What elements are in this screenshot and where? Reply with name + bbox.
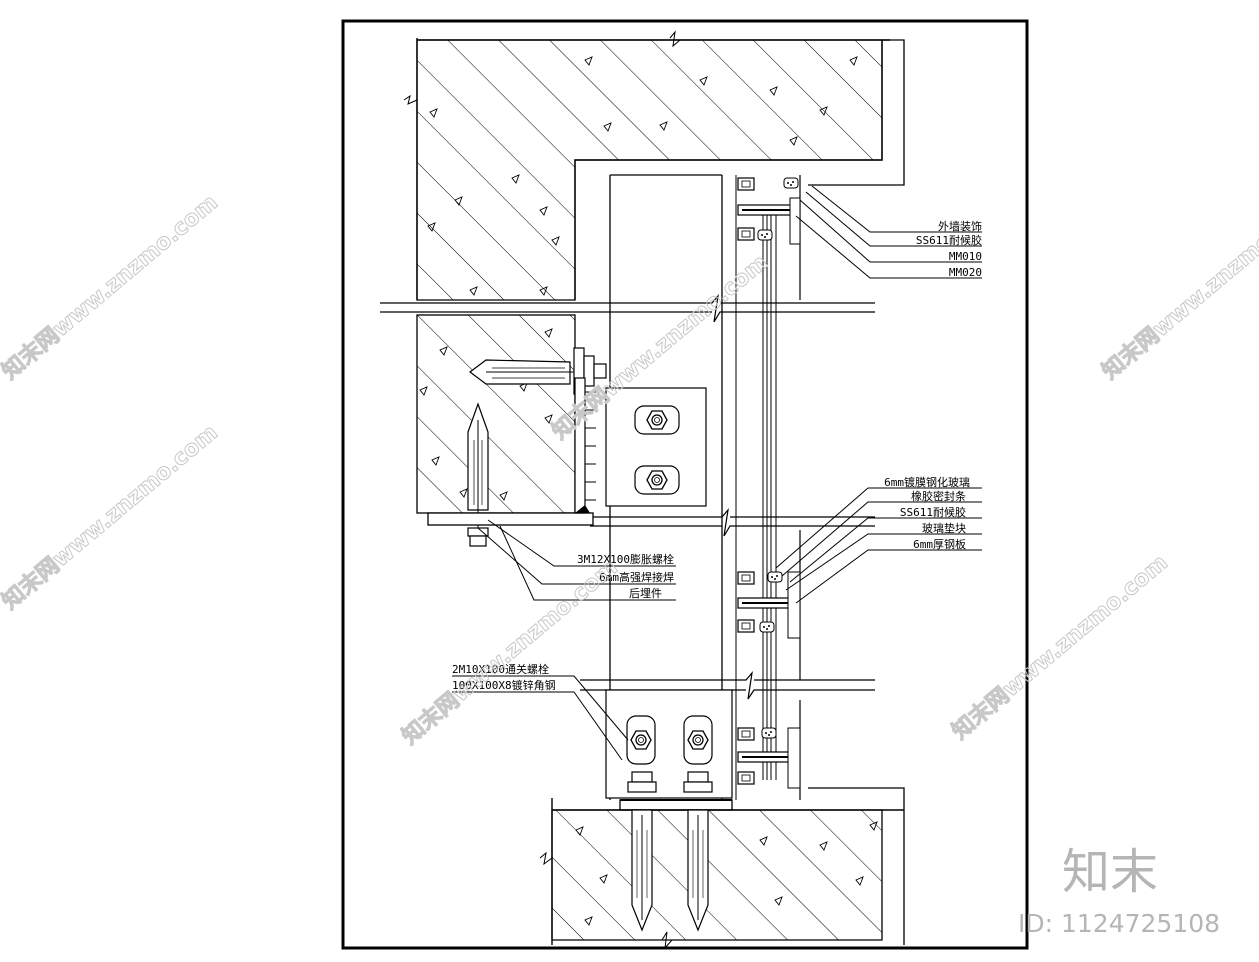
- svg-text:知末网www.znzmo.com: 知末网www.znzmo.com: [947, 549, 1173, 744]
- svg-text:知末网www.znzmo.com: 知末网www.znzmo.com: [1097, 189, 1259, 384]
- angle-steel-bottom: [605, 689, 733, 799]
- watermark-brand: 知末: [1062, 844, 1158, 900]
- label-through-bolt: 2M10X100通关螺栓: [452, 662, 549, 676]
- steel-bracket-plate: [574, 377, 596, 514]
- label-weld: 6mm高强焊接焊: [599, 570, 674, 584]
- drawing-frame: [341, 19, 1029, 950]
- label-coated-glass: 6mm镀膜钢化玻璃: [884, 475, 970, 489]
- callout-labels-bottom: 2M10X100通关螺栓 100X100X8镀锌角钢: [452, 662, 556, 692]
- transom-bottom: [737, 727, 801, 789]
- svg-text:知末网www.znzmo.com: 知末网www.znzmo.com: [397, 554, 623, 749]
- svg-text:知末网www.znzmo.com: 知末网www.znzmo.com: [0, 189, 223, 384]
- label-weather-sealant: SS611耐候胶: [916, 233, 982, 247]
- glass-panel: [762, 175, 801, 800]
- leaders-anchor: [477, 519, 676, 601]
- label-embedded-part: 后埋件: [629, 587, 662, 600]
- label-glass-block: 玻璃垫块: [922, 521, 966, 535]
- transom-top: [737, 177, 801, 245]
- leaders-top: [795, 185, 982, 279]
- leaders-bottom: [452, 675, 629, 761]
- label-angle-steel: 100X100X8镀锌角钢: [452, 678, 556, 692]
- watermark-id: ID: 1124725108: [1018, 909, 1220, 938]
- bolt-mid-2: [634, 465, 680, 495]
- label-steel-plate: 6mm厚钢板: [913, 537, 966, 551]
- label-mm010: MM010: [949, 250, 982, 263]
- label-rubber-seal: 橡胶密封条: [911, 489, 966, 503]
- callout-labels-mid: 6mm镀膜钢化玻璃 橡胶密封条 SS611耐候胶 玻璃垫块 6mm厚钢板: [884, 475, 970, 551]
- bolt-bottom-2: [683, 715, 713, 765]
- label-expansion-bolt: 3M12X100膨胀螺栓: [577, 552, 674, 566]
- label-weather-sealant-mid: SS611耐候胶: [900, 505, 966, 519]
- svg-text:知末网www.znzmo.com: 知末网www.znzmo.com: [0, 419, 223, 614]
- middle-concrete-slab: [416, 314, 607, 547]
- callout-labels-anchor: 3M12X100膨胀螺栓 6mm高强焊接焊 后埋件: [577, 552, 674, 600]
- bolt-mid-1: [634, 405, 680, 435]
- exterior-cladding-line: [808, 39, 905, 186]
- leaders-mid: [775, 487, 982, 604]
- bolt-bottom-1: [626, 715, 656, 765]
- callout-labels-top: 外墙装饰 SS611耐候胶 MM010 MM020: [916, 219, 982, 279]
- embedded-plate: [427, 512, 594, 526]
- label-exterior-decoration: 外墙装饰: [938, 219, 982, 233]
- top-concrete-slab: [403, 30, 890, 301]
- transom-mid: [737, 571, 801, 639]
- break-line-1: [380, 294, 875, 323]
- break-line-2: [590, 508, 875, 537]
- bottom-concrete-slab: [539, 787, 905, 950]
- label-mm020: MM020: [949, 266, 982, 279]
